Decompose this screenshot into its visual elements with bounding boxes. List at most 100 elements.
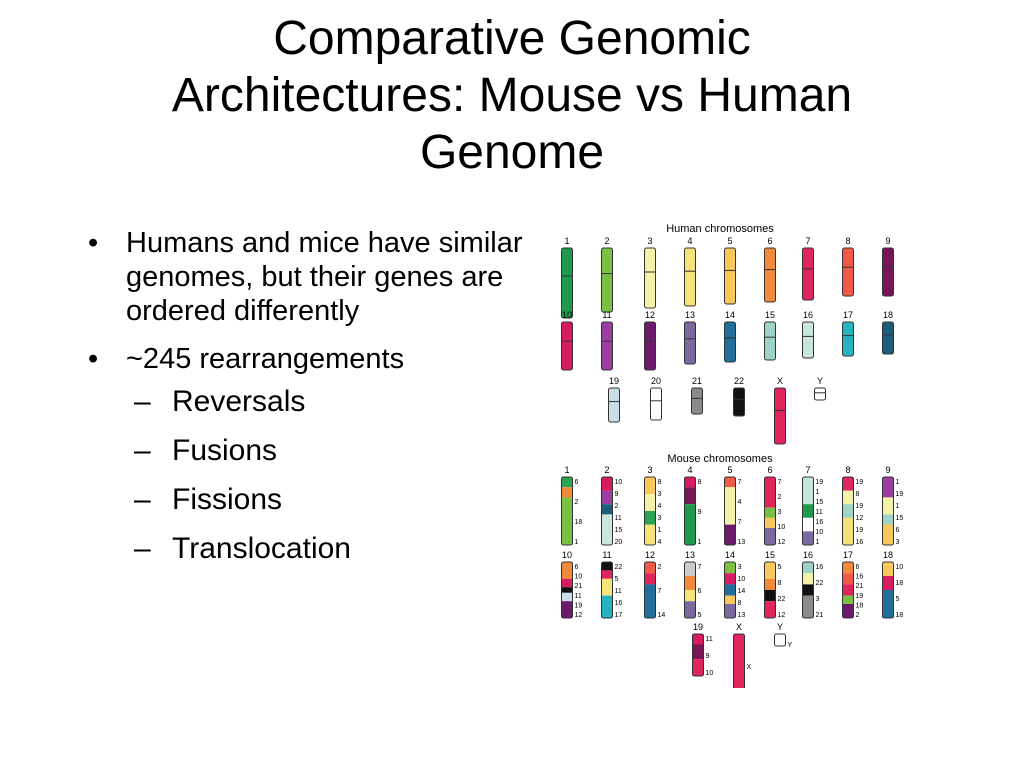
chromosome-band [644,477,656,494]
synteny-annotation: X [747,664,752,671]
synteny-annotation: 11 [615,588,622,595]
chromosome-band [764,528,776,545]
chromosome-band [802,517,814,532]
synteny-annotation: 7 [778,479,782,486]
synteny-annotation: 19 [856,527,864,534]
synteny-annotation: 4 [658,503,662,510]
synteny-annotation: 7 [658,588,662,595]
synteny-annotation: 7 [698,564,702,571]
mouse-chromosome-label: Y [777,622,783,632]
chromosome-band [601,562,613,571]
chromosome-band [842,477,854,491]
synteny-annotation: 2 [658,564,662,571]
human-chromosomes-title: Human chromosomes [666,223,774,235]
synteny-annotation: 3 [658,491,662,498]
chromosome-band [882,590,894,618]
human-chromosome-label: 4 [687,236,692,246]
synteny-annotation: 1 [698,539,702,546]
human-chromosome [882,321,894,355]
mouse-chromosome [724,476,736,546]
chromosome-band [724,524,736,545]
synteny-annotation: 6 [896,527,900,534]
human-chromosome-label: 9 [885,236,890,246]
mouse-chromosome-label: 4 [687,465,692,475]
synteny-annotation: 18 [575,519,583,526]
mouse-chromosome-label: 14 [725,550,735,560]
mouse-chromosome [842,561,854,619]
synteny-annotation: 1 [896,503,900,510]
chromosome-band [882,477,894,498]
synteny-annotation: 16 [816,519,824,526]
title-line-1: Comparative Genomic [273,12,751,65]
human-chromosome-label: 11 [602,310,611,320]
mouse-chromosome-label: 13 [685,550,695,560]
synteny-annotation: 15 [896,515,904,522]
mouse-chromosome [644,561,656,619]
mouse-chromosome [561,561,573,619]
synteny-annotation: 19 [856,593,864,600]
mouse-chromosome [601,561,613,619]
synteny-annotation: 11 [706,636,713,643]
human-chromosome [764,247,776,303]
synteny-annotation: 19 [856,479,864,486]
mouse-chromosome [724,561,736,619]
chromosome-band [601,477,613,491]
mouse-chromosome-label: 17 [843,550,853,560]
mouse-chromosome [644,476,656,546]
synteny-annotation: 16 [856,574,864,581]
human-chromosome [691,387,703,415]
synteny-annotation: 21 [856,583,864,590]
synteny-annotation: 19 [856,503,864,510]
synteny-annotation: 4 [658,539,662,546]
synteny-annotation: 6 [856,564,860,571]
synteny-annotation: 3 [738,564,742,571]
chromosome-band [724,562,736,574]
chromosome-band [802,584,814,596]
human-chromosome-label: 5 [727,236,732,246]
mouse-chromosome [882,561,894,619]
synteny-annotation: 1 [896,479,900,486]
mouse-chromosomes-title: Mouse chromosomes [667,453,773,465]
synteny-annotation: 3 [778,509,782,516]
human-chromosome [601,321,613,371]
human-chromosome-label: 13 [685,310,695,320]
synteny-annotation: 2 [615,503,619,510]
human-chromosome-label: X [777,376,783,386]
synteny-annotation: 21 [816,612,824,619]
chromosome-band [684,477,696,488]
synteny-annotation: Y [788,642,793,649]
human-chromosome-label: 16 [803,310,813,320]
chromosome-band [764,477,776,508]
chromosome-band [842,604,854,618]
synteny-annotation: 9 [706,653,710,660]
chromosome-band [882,562,894,576]
chromosome-band [802,504,814,518]
chromosome-band [882,524,894,545]
synteny-annotation: 6 [575,479,579,486]
chromosome-band [882,576,894,590]
human-chromosome-label: 10 [562,310,572,320]
chromosome-band [764,578,776,590]
synteny-annotation: 12 [778,612,786,619]
chromosome-band [561,477,573,488]
sub-bullet-item: Reversals [126,384,528,420]
mouse-chromosome-label: 19 [693,622,703,632]
mouse-chromosome [842,476,854,546]
mouse-chromosome [802,561,814,619]
human-chromosome [561,247,573,319]
synteny-annotation: 9 [615,491,619,498]
chromosome-band [842,504,854,518]
human-chromosome-label: 7 [805,236,810,246]
chromosome-band [601,595,613,618]
synteny-annotation: 11 [615,515,622,522]
chromosome-band [601,490,613,505]
synteny-annotation: 2 [856,612,860,619]
synteny-annotation: 12 [575,612,583,619]
synteny-annotation: 8 [738,600,742,607]
chromosome-band [561,592,573,602]
synteny-annotation: 19 [896,491,904,498]
chromosome-band [684,576,696,590]
synteny-annotation: 1 [816,539,820,546]
chromosome-band [684,504,696,545]
chromosome-band [724,595,736,604]
